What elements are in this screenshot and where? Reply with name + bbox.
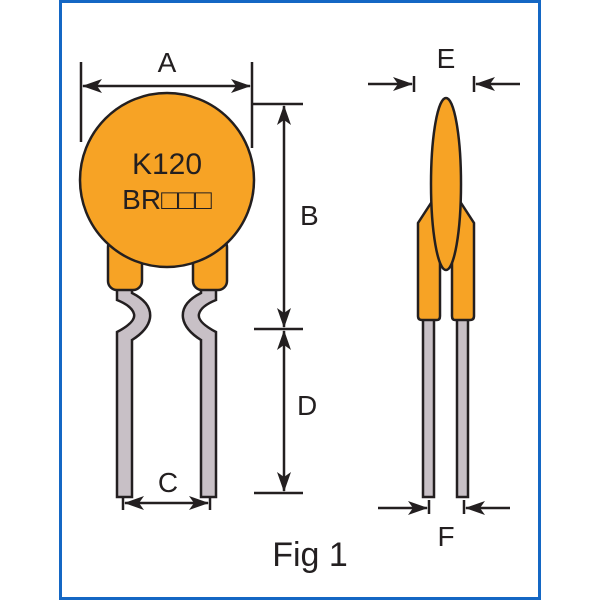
dimension-c	[121, 496, 212, 510]
dimension-label-a: A	[158, 47, 177, 78]
side-disc	[429, 96, 463, 272]
dimension-d	[254, 330, 303, 495]
front-right-lead	[181, 285, 218, 499]
side-left-lead	[421, 298, 436, 499]
marking-line2: BR□□□	[122, 184, 212, 215]
dimension-b	[252, 102, 303, 331]
component-disc	[78, 91, 256, 269]
dimension-label-c: C	[158, 467, 178, 498]
dimension-label-e: E	[437, 43, 456, 74]
side-right-lead	[455, 298, 470, 499]
figure-caption: Fig 1	[272, 536, 348, 574]
dimension-label-b: B	[300, 200, 319, 231]
dimension-label-d: D	[297, 390, 317, 421]
dimension-label-f: F	[437, 521, 454, 552]
side-view	[416, 96, 476, 499]
marking-line1: K120	[132, 148, 202, 181]
front-view: K120 BR□□□	[78, 91, 256, 499]
dimension-e	[368, 76, 520, 92]
dimension-f	[378, 500, 510, 515]
front-left-lead	[115, 285, 152, 499]
